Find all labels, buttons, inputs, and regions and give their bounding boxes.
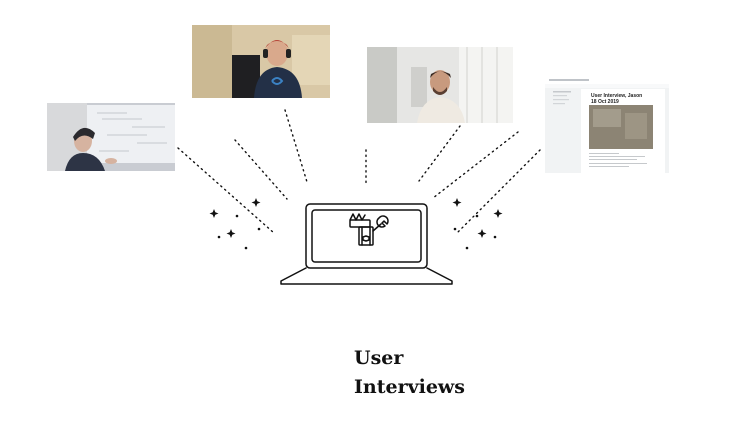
sparkles-right — [452, 198, 503, 250]
laptop-screen — [305, 203, 428, 269]
video-thumbnail-office — [367, 47, 513, 123]
sparkle-star-icon — [251, 198, 261, 207]
sparkle-star-icon — [452, 198, 462, 207]
sparkle-star-icon — [493, 209, 503, 218]
sparkle-star-icon — [226, 229, 236, 238]
headphones-scene-image — [192, 25, 330, 98]
document-page-image — [545, 77, 669, 173]
caption-line-2: Interviews — [354, 376, 465, 398]
dotted-ray-3 — [284, 109, 308, 183]
sparkle-star-icon — [477, 229, 487, 238]
dotted-ray-7 — [457, 149, 541, 233]
sparkle-dot — [257, 227, 261, 231]
sparkle-dot — [453, 227, 457, 231]
video-thumbnail-headphones — [192, 25, 330, 98]
dotted-ray-1 — [177, 147, 275, 234]
caption: User Interviews — [354, 344, 465, 402]
document-title: User Interview, Jason — [591, 93, 643, 99]
laptop-screen-inner — [311, 209, 422, 263]
sparkle-dot — [493, 235, 497, 239]
video-thumbnail-whiteboard — [47, 103, 175, 171]
laptop-base — [280, 267, 453, 285]
laptop-with-robot-arm-wrench-icon — [280, 203, 453, 285]
dotted-ray-6 — [432, 131, 519, 199]
dotted-ray-5 — [418, 125, 461, 182]
robot-arm-wrench-icon — [349, 213, 389, 246]
document-thumbnail: User Interview, Jason 18 Oct 2019 — [545, 77, 669, 173]
dotted-ray-2 — [234, 139, 288, 200]
sparkle-dot — [465, 246, 469, 250]
whiteboard-scene-image — [47, 103, 175, 171]
document-date: 18 Oct 2019 — [591, 99, 619, 105]
sparkle-star-icon — [209, 209, 219, 218]
caption-line-1: User — [354, 347, 404, 369]
office-scene-image — [367, 47, 513, 123]
sparkle-dot — [244, 246, 248, 250]
sparkle-dot — [475, 214, 479, 218]
sparkles-left — [209, 198, 261, 250]
sparkle-dot — [235, 214, 239, 218]
sparkle-dot — [217, 235, 221, 239]
